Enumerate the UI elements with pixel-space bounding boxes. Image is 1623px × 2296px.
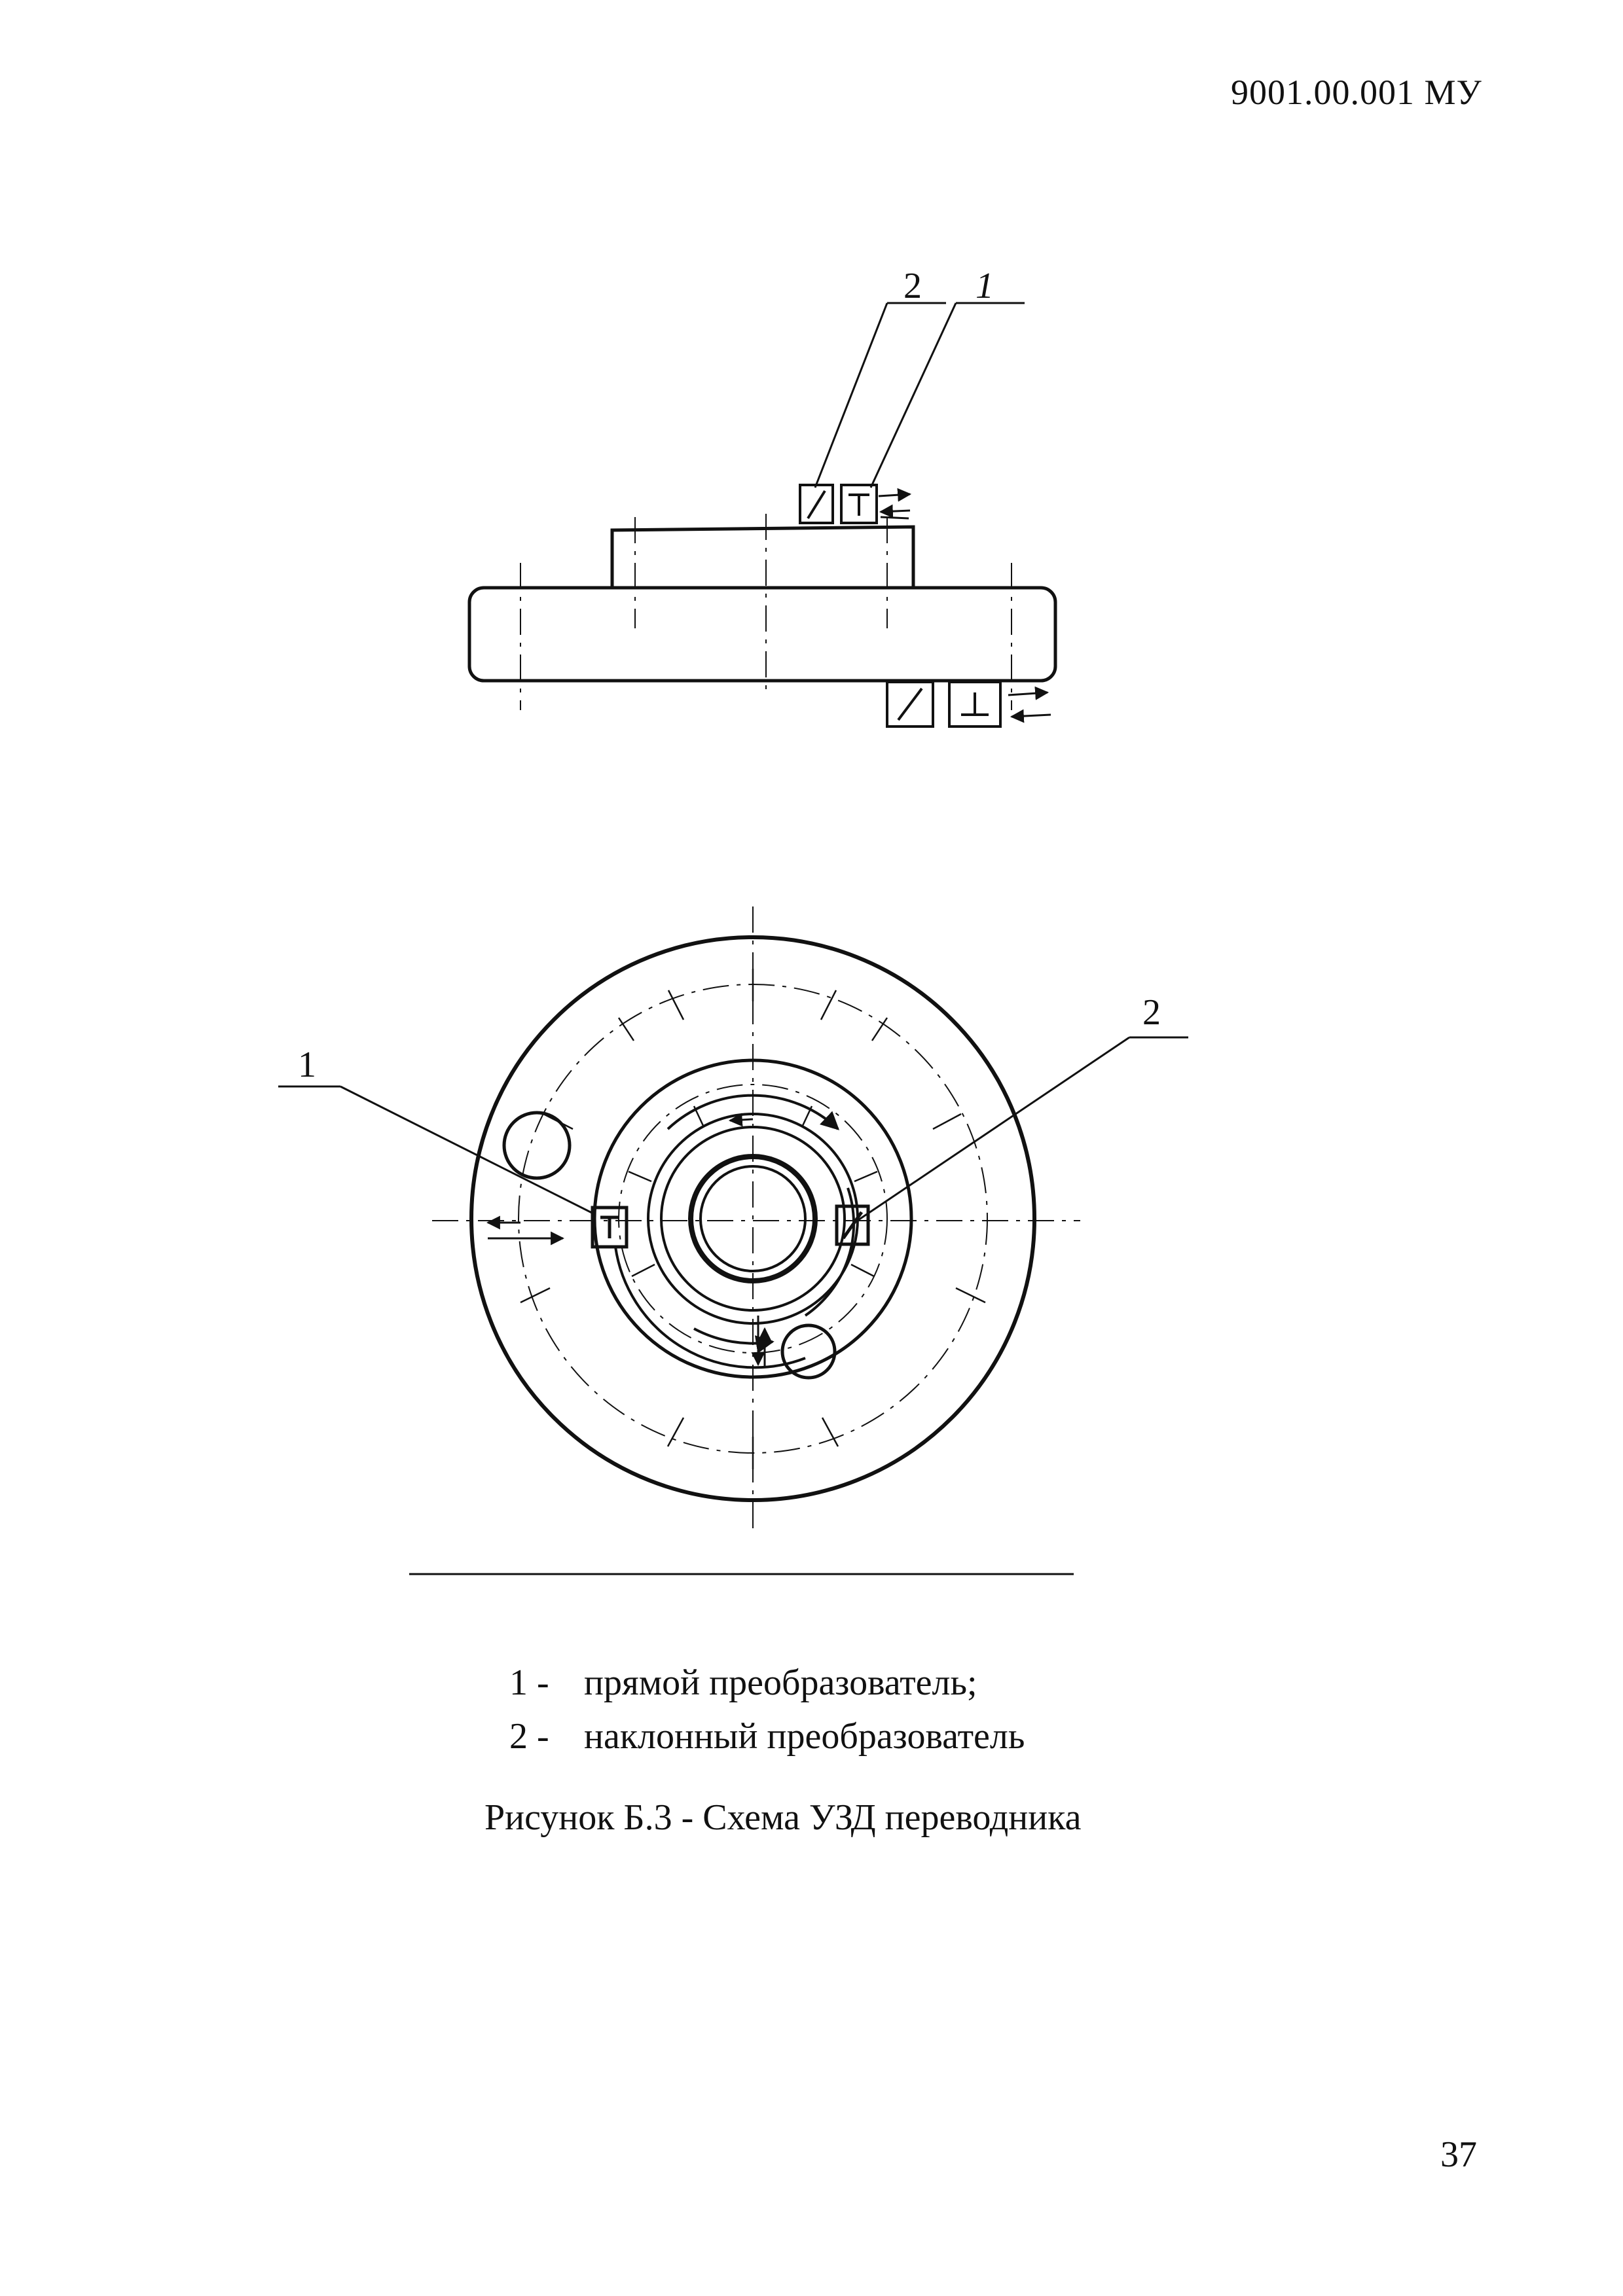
bolt-hole (502, 1111, 572, 1180)
legend-item-1: 1 - прямой преобразователь; (509, 1656, 1025, 1710)
bolt-circle-ticks (520, 969, 986, 1469)
top-callout-1-leader (278, 1085, 595, 1215)
top-callout-1: 1 (298, 1045, 316, 1085)
angle-transducer-bottom-icon (886, 681, 934, 728)
top-callout-2-leader (854, 1036, 1188, 1224)
side-callout-1: 1 (976, 266, 994, 306)
legend-item-text: наклонный преобразователь (584, 1716, 1025, 1757)
side-top-arrows (878, 488, 912, 520)
top-view: 1 2 (278, 906, 1188, 1575)
document-code: 9001.00.001 МУ (1231, 73, 1482, 112)
top-callout-2: 2 (1142, 992, 1161, 1033)
side-view: 2 1 (467, 266, 1057, 728)
side-callout-2: 2 (903, 266, 922, 306)
angle-transducer-icon (799, 484, 834, 524)
figure-caption: Рисунок Б.3 - Схема УЗД переводника (484, 1797, 1082, 1838)
bolt-hole (780, 1323, 837, 1380)
legend-item-number: 2 - (509, 1716, 549, 1757)
side-callout-1-leader (869, 302, 1025, 488)
straight-transducer-icon (591, 1206, 629, 1249)
side-callout-2-leader (814, 302, 946, 488)
straight-transducer-icon (840, 484, 878, 524)
page-number: 37 (1440, 2134, 1477, 2175)
angle-transducer-icon (835, 1204, 870, 1246)
side-bottom-arrows (1008, 686, 1051, 723)
figure-legend: 1 - прямой преобразователь; 2 - наклонны… (509, 1656, 1025, 1763)
legend-item-number: 1 - (509, 1662, 549, 1703)
top-view-arrows (486, 1215, 565, 1246)
legend-item-text: прямой преобразователь; (584, 1662, 977, 1703)
straight-transducer-bottom-icon (948, 681, 1002, 728)
legend-item-2: 2 - наклонный преобразователь (509, 1710, 1025, 1763)
